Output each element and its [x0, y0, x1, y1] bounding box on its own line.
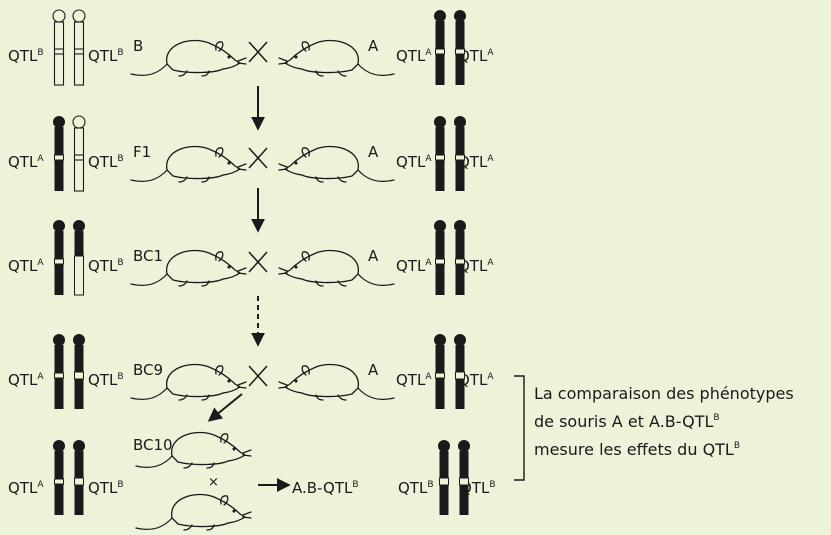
mouse-icon [279, 41, 394, 76]
cross-symbol-bottom: × [208, 475, 219, 490]
label-qtl-row2-right2: QTLA [458, 153, 494, 171]
label-qtl-row3-left2: QTLB [88, 257, 124, 275]
label-qtl-row2-left2: QTLB [88, 153, 124, 171]
note-line-1: La comparaison des phénotypes [534, 384, 794, 403]
chromosome-icon [433, 9, 447, 86]
chromosome-icon [72, 219, 86, 296]
chromosome-icon [72, 439, 86, 516]
mouse-icon [279, 251, 394, 286]
label-qtl-row3-right1: QTLA [396, 257, 432, 275]
label-qtl-row2-right1: QTLA [396, 153, 432, 171]
label-qtl-bottom-left1: QTLA [8, 479, 44, 497]
chromosome-icon [52, 9, 66, 86]
arrow-diagonal-icon [207, 393, 243, 422]
chromosome-icon [433, 115, 447, 192]
cross-x-icon [248, 251, 268, 273]
label-qtl-row4-right2: QTLA [458, 371, 494, 389]
chromosome-icon [52, 333, 66, 410]
mouse-icon [279, 147, 394, 182]
chromosome-icon [433, 333, 447, 410]
mouse-icon [279, 365, 394, 400]
mouse-icon [130, 145, 247, 183]
chromosome-icon [72, 333, 86, 410]
strain-label-row1-right: A [368, 37, 379, 55]
chromosome-icon [72, 115, 86, 192]
label-qtl-row4-right1: QTLA [396, 371, 432, 389]
chromosome-icon [433, 219, 447, 296]
label-qtl-row4-left1: QTLA [8, 371, 44, 389]
strain-label-row3-right: A [368, 247, 379, 265]
mouse-icon [135, 493, 252, 531]
strain-label-row3-left: BC1 [133, 247, 164, 265]
chromosome-icon [453, 219, 467, 296]
strain-label-row2-right: A [368, 143, 379, 161]
cross-x-icon [248, 365, 268, 387]
result-strain-label: A.B-QTLB [292, 479, 359, 497]
strain-label-row2-left: F1 [133, 143, 152, 161]
chromosome-icon [52, 219, 66, 296]
mouse-icon [135, 431, 252, 469]
strain-label-row1-left: B [133, 37, 144, 55]
label-qtl-row1-left1: QTLB [8, 47, 44, 65]
note-line-2: de souris A et A.B-QTLB [534, 412, 720, 431]
note-line-3: mesure les effets du QTLB [534, 440, 741, 459]
strain-label-row4-right: A [368, 361, 379, 379]
label-qtl-row4-left2: QTLB [88, 371, 124, 389]
label-qtl-row1-left2: QTLB [88, 47, 124, 65]
mouse-icon [130, 363, 247, 401]
label-qtl-row1-right1: QTLA [396, 47, 432, 65]
label-qtl-bottom-left2: QTLB [88, 479, 124, 497]
label-qtl-row3-right2: QTLA [458, 257, 494, 275]
generation-label-bc10: BC10 [133, 436, 173, 454]
chromosome-icon [453, 9, 467, 86]
chromosome-icon [453, 115, 467, 192]
chromosome-icon [72, 9, 86, 86]
chromosome-icon [437, 439, 451, 516]
mouse-icon [130, 249, 247, 287]
cross-x-icon [248, 147, 268, 169]
label-qtl-row2-left1: QTLA [8, 153, 44, 171]
label-qtl-row1-right2: QTLA [458, 47, 494, 65]
cross-x-icon [248, 41, 268, 63]
strain-label-row4-left: BC9 [133, 361, 164, 379]
chromosome-icon [457, 439, 471, 516]
chromosome-icon [453, 333, 467, 410]
label-qtl-row3-left1: QTLA [8, 257, 44, 275]
comparison-bracket [514, 375, 525, 481]
mouse-icon [130, 39, 247, 77]
label-qtl-bottom-right1: QTLB [398, 479, 434, 497]
chromosome-icon [52, 115, 66, 192]
chromosome-icon [52, 439, 66, 516]
comparison-note: La comparaison des phénotypes de souris … [534, 382, 794, 462]
